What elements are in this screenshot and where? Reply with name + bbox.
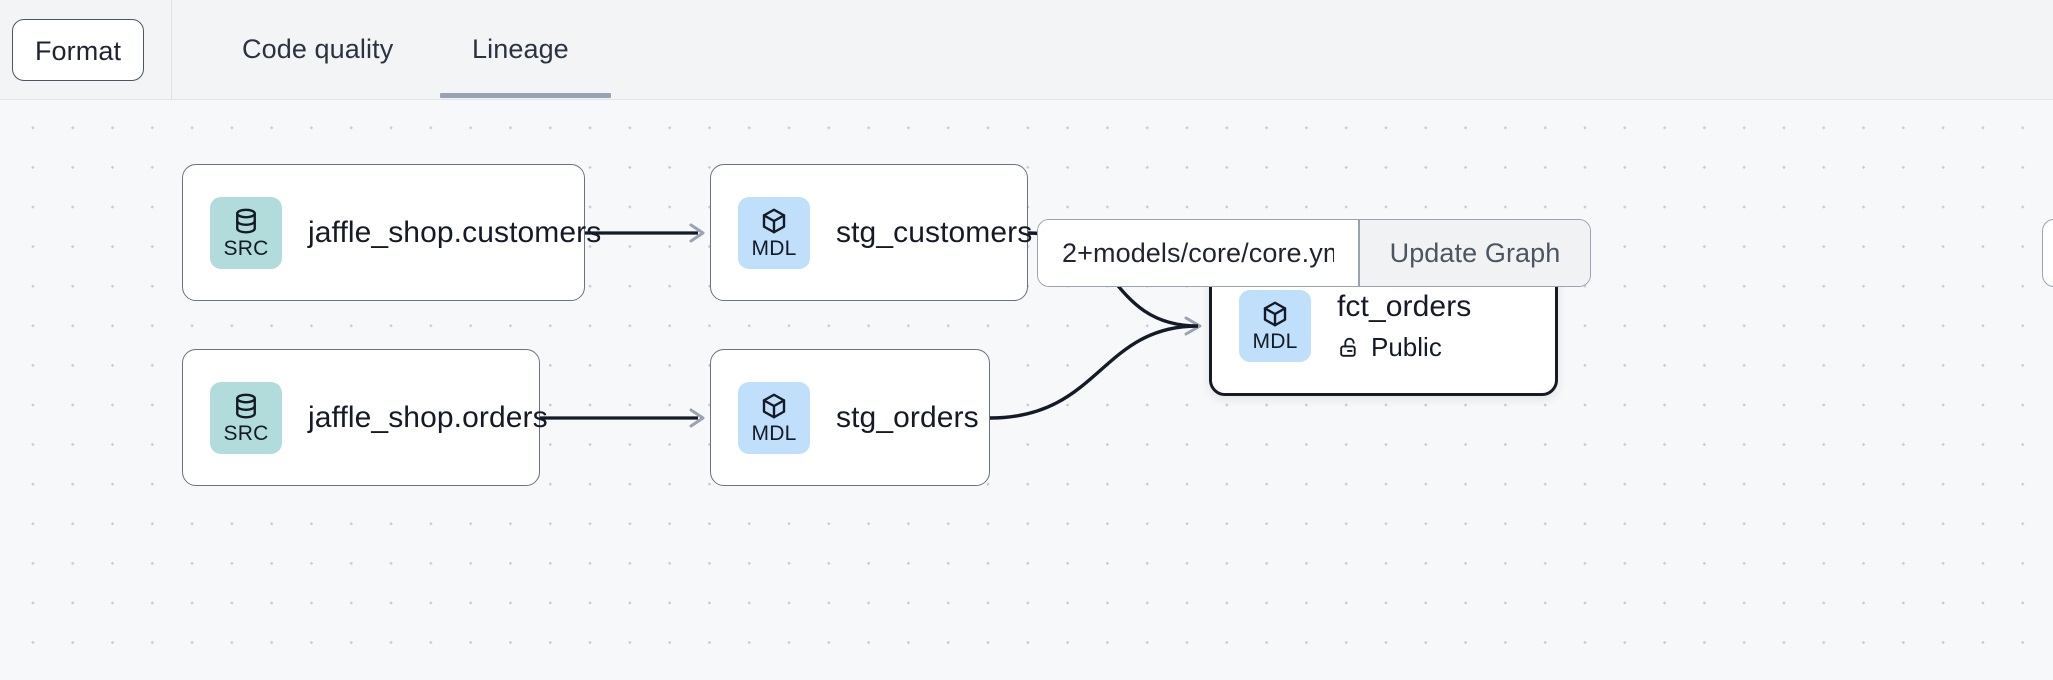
- selector-input[interactable]: [1038, 220, 1358, 286]
- edge-src-customers-to-stg-customers: [585, 223, 705, 243]
- node-badge-label: MDL: [751, 422, 797, 445]
- lineage-node-stg-orders[interactable]: MDL stg_orders: [710, 349, 990, 486]
- unlock-icon: [1340, 337, 1356, 357]
- node-title: stg_customers: [836, 215, 1033, 249]
- node-badge-label: MDL: [751, 237, 797, 260]
- lineage-node-stg-customers[interactable]: MDL stg_customers: [710, 164, 1033, 301]
- edge-stg-orders-to-fct-orders: [989, 324, 1199, 420]
- tab-code-quality[interactable]: Code quality: [242, 34, 394, 64]
- edge-src-orders-to-stg-orders: [540, 408, 705, 428]
- node-title: stg_orders: [836, 400, 979, 434]
- node-access-row: Public: [1337, 332, 1471, 362]
- node-body: jaffle_shop.customers: [308, 215, 602, 251]
- lineage-node-jaffle-shop-customers[interactable]: SRC jaffle_shop.customers: [182, 164, 602, 301]
- node-badge-src: SRC: [210, 196, 282, 269]
- active-tab-indicator: [440, 93, 611, 98]
- node-body: stg_customers: [836, 215, 1033, 251]
- node-title: jaffle_shop.orders: [308, 400, 548, 434]
- node-badge-src: SRC: [210, 381, 282, 454]
- node-badge-label: SRC: [223, 237, 269, 260]
- side-control-peek[interactable]: [2042, 219, 2053, 287]
- graph-selector-control: Update Graph: [1037, 219, 1592, 287]
- node-badge-mdl: MDL: [738, 381, 810, 454]
- cube-icon: [762, 393, 786, 419]
- node-body: fct_orders Public: [1337, 289, 1471, 362]
- node-access-label: Public: [1371, 332, 1442, 362]
- format-button[interactable]: Format: [12, 19, 144, 81]
- database-icon: [236, 393, 256, 419]
- selector-divider: [1358, 220, 1360, 286]
- update-graph-button[interactable]: Update Graph: [1359, 220, 1591, 286]
- toolbar-left-section: Format: [0, 0, 172, 99]
- cube-icon: [762, 208, 786, 234]
- node-title: jaffle_shop.customers: [308, 215, 602, 249]
- lineage-canvas[interactable]: SRC jaffle_shop.customers SRC jaffle_sho…: [0, 100, 2053, 680]
- node-badge-mdl: MDL: [738, 196, 810, 269]
- node-title: fct_orders: [1337, 290, 1472, 323]
- tab-lineage[interactable]: Lineage: [472, 34, 569, 64]
- database-icon: [236, 208, 256, 234]
- toolbar: Format Code quality Lineage: [0, 0, 2053, 100]
- node-body: stg_orders: [836, 400, 979, 436]
- node-badge-mdl: MDL: [1239, 289, 1311, 362]
- node-badge-label: SRC: [223, 422, 269, 445]
- lineage-node-jaffle-shop-orders[interactable]: SRC jaffle_shop.orders: [182, 349, 548, 486]
- node-body: jaffle_shop.orders: [308, 400, 548, 436]
- cube-icon: [1263, 301, 1287, 327]
- node-badge-label: MDL: [1252, 330, 1298, 353]
